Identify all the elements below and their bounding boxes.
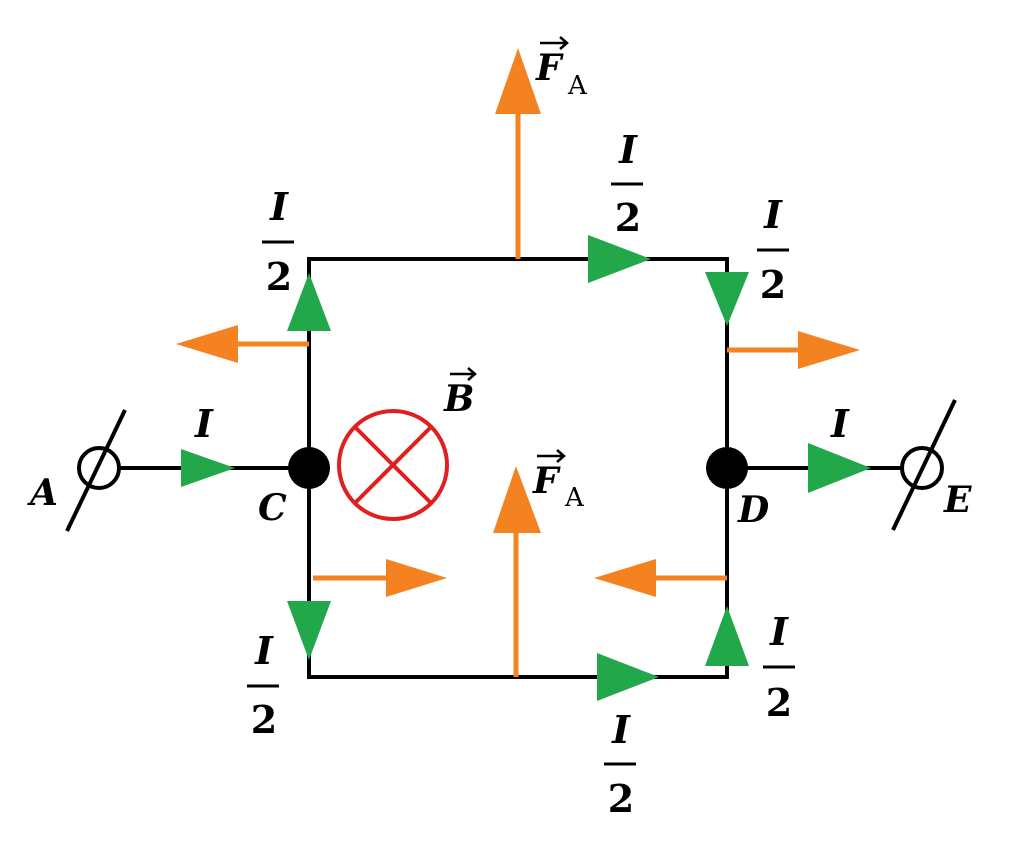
label-force-top: F A (535, 36, 588, 101)
fraction-numerator: I (269, 184, 289, 229)
fraction-denominator: 2 (760, 262, 786, 307)
vector-arrow-icon (450, 367, 477, 381)
fraction-numerator: I (254, 628, 274, 673)
force-arrow-left-upper (176, 325, 309, 363)
fraction-denominator: 2 (266, 254, 292, 299)
force-arrow-left-lower (313, 559, 447, 597)
label-half-current-left-top: I 2 (262, 184, 294, 299)
force-arrow-right-lower (594, 559, 727, 597)
fraction-numerator: I (763, 192, 783, 237)
force-arrow-top (495, 48, 541, 259)
current-arrow-right-up (705, 606, 749, 666)
label-half-current-right-bottom: I 2 (763, 609, 795, 725)
current-arrows (181, 235, 871, 701)
current-arrow-output (808, 443, 871, 493)
force-arrows (176, 48, 860, 677)
fraction-denominator: 2 (251, 697, 277, 742)
label-D: D (737, 489, 769, 531)
label-F-center-sub: A (564, 483, 585, 513)
label-current-input: I (194, 401, 214, 446)
current-arrow-bottom (597, 653, 659, 701)
vector-arrow-icon (540, 36, 569, 50)
label-A: A (27, 472, 58, 514)
fraction-denominator: 2 (766, 680, 792, 725)
label-force-center: F A (532, 449, 585, 513)
node-D (706, 447, 748, 489)
current-arrow-left-up (287, 273, 331, 331)
fraction-numerator: I (611, 707, 631, 752)
label-C: C (258, 487, 287, 529)
force-arrow-bottom (493, 466, 541, 677)
label-current-output: I (830, 401, 850, 446)
label-half-current-left-bottom: I 2 (247, 628, 279, 742)
label-B-vector: B (443, 367, 477, 420)
current-arrow-left-down (287, 601, 331, 660)
label-B: B (443, 378, 474, 420)
terminal-E-icon (891, 399, 957, 531)
label-half-current-bottom: I 2 (604, 707, 636, 821)
field-into-page-icon (337, 409, 449, 521)
fraction-numerator: I (769, 609, 789, 654)
current-arrow-right-down (705, 272, 749, 326)
fraction-denominator: 2 (615, 195, 641, 240)
fraction-numerator: I (618, 127, 638, 172)
vector-arrow-icon (537, 449, 566, 463)
node-C (288, 447, 330, 489)
terminal-A-icon (65, 409, 127, 532)
fraction-denominator: 2 (608, 776, 634, 821)
label-half-current-right-top: I 2 (757, 192, 789, 307)
current-arrow-input (181, 449, 235, 487)
label-half-current-top: I 2 (611, 127, 643, 240)
label-F-center: F (532, 460, 561, 502)
label-E: E (943, 479, 972, 521)
label-F-top-sub: A (567, 71, 588, 101)
force-arrow-right-upper (727, 331, 860, 369)
label-F-top: F (535, 47, 564, 89)
current-arrow-top (588, 235, 651, 283)
